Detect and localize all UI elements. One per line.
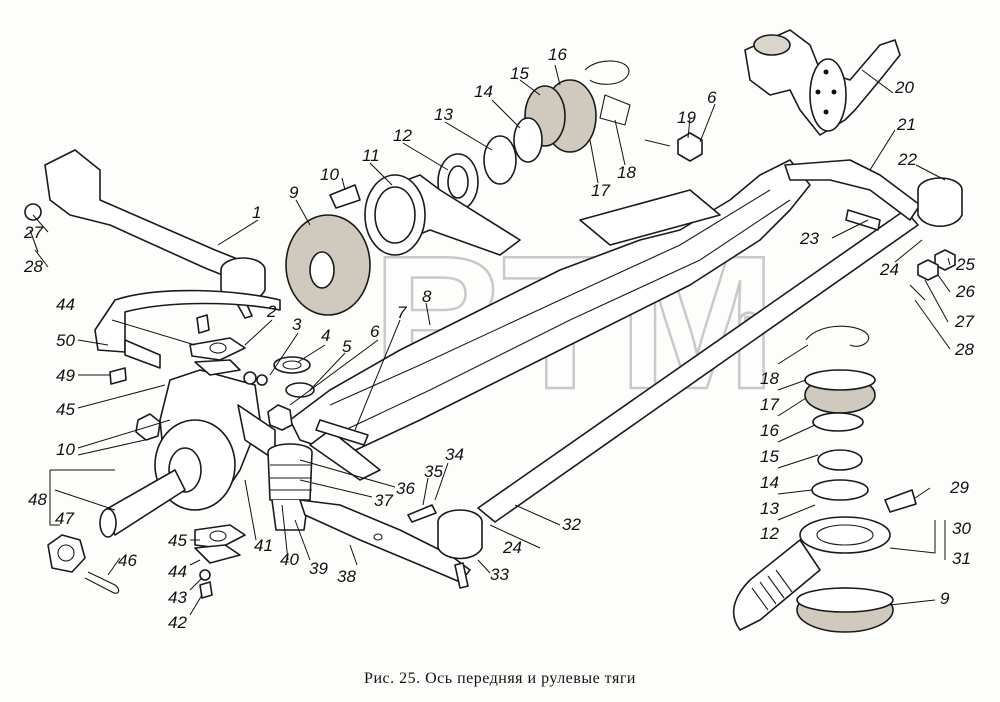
- callout-13-top: 13: [434, 105, 453, 124]
- callout-12-top: 12: [393, 126, 412, 145]
- callout-44-bottom: 44: [168, 562, 187, 581]
- callout-14-top: 14: [474, 82, 493, 101]
- callout-14-right: 14: [760, 473, 779, 492]
- callout-25: 25: [955, 255, 975, 274]
- callout-labels: 1 2 3 4 5 6 6 7 8 9 9 10 10 11 12 12 13 …: [23, 45, 975, 632]
- steering-knuckle-right: [744, 29, 901, 136]
- hub-nut-47: [47, 534, 86, 573]
- nut-19-and-pin: [644, 132, 703, 162]
- callout-7: 7: [397, 303, 407, 322]
- callout-36: 36: [396, 479, 415, 498]
- front-axle-beam: [289, 159, 811, 481]
- callout-10-left: 10: [56, 440, 75, 459]
- callout-21: 21: [896, 115, 916, 134]
- callout-32: 32: [562, 515, 581, 534]
- callout-3: 3: [292, 315, 302, 334]
- callout-33: 33: [490, 565, 509, 584]
- callout-45-bottom: 45: [168, 531, 187, 550]
- callout-20: 20: [894, 78, 914, 97]
- rod-50: [94, 289, 281, 385]
- steering-knuckle-left: [99, 369, 276, 538]
- callout-41: 41: [254, 536, 273, 555]
- cotter-pin-46: [84, 571, 120, 594]
- steering-arm-left: [299, 499, 483, 589]
- bolt-7: [315, 419, 369, 446]
- callout-4: 4: [321, 326, 330, 345]
- callout-24-bottom: 24: [502, 538, 522, 557]
- callout-43: 43: [168, 588, 187, 607]
- callout-29: 29: [949, 478, 969, 497]
- callout-30: 30: [952, 519, 971, 538]
- callout-2: 2: [266, 302, 277, 321]
- grease-nipple-10-top: [329, 184, 361, 209]
- callout-9-bottom: 9: [940, 589, 950, 608]
- callout-37: 37: [374, 491, 393, 510]
- callout-39: 39: [309, 559, 328, 578]
- callout-19: 19: [677, 108, 696, 127]
- steering-arm-right: [784, 159, 963, 301]
- callout-1: 1: [252, 203, 261, 222]
- leader-lines: [32, 64, 951, 616]
- callout-15-top: 15: [510, 64, 529, 83]
- drag-link: [24, 149, 266, 319]
- kingpin-bearing-stack-top: [364, 60, 631, 256]
- callout-22: 22: [897, 150, 917, 169]
- bushing-9-top: [285, 214, 371, 316]
- callout-18-right: 18: [760, 369, 779, 388]
- callout-40: 40: [280, 550, 299, 569]
- callout-42: 42: [168, 613, 187, 632]
- tie-rod-end-exploded: [732, 325, 917, 633]
- callout-35: 35: [424, 462, 443, 481]
- callout-16-top: 16: [548, 45, 567, 64]
- callout-28-right: 28: [954, 340, 974, 359]
- tie-rod: [477, 209, 919, 523]
- callout-15-right: 15: [760, 447, 779, 466]
- kingpin-boot: [267, 404, 313, 531]
- callout-11: 11: [362, 146, 380, 165]
- callout-10-top: 10: [320, 165, 339, 184]
- callout-9-top: 9: [289, 183, 299, 202]
- callout-27-right: 27: [954, 312, 974, 331]
- callout-31: 31: [952, 549, 971, 568]
- callout-16-right: 16: [760, 421, 779, 440]
- callout-18-top: 18: [617, 163, 636, 182]
- callout-6-right: 6: [707, 88, 717, 107]
- figure-caption: Рис. 25. Ось передняя и рулевые тяги: [364, 670, 636, 687]
- callout-50: 50: [56, 331, 75, 350]
- callout-24-right: 24: [879, 260, 899, 279]
- callout-12-right: 12: [760, 524, 779, 543]
- callout-49: 49: [56, 366, 75, 385]
- callout-38: 38: [337, 567, 356, 586]
- callout-28-left: 28: [23, 257, 43, 276]
- stop-plate-top: [189, 314, 246, 376]
- callout-23: 23: [799, 229, 819, 248]
- callout-17-right: 17: [760, 395, 779, 414]
- callout-13-right: 13: [760, 499, 779, 518]
- callout-44-top: 44: [56, 295, 75, 314]
- callout-48: 48: [28, 490, 47, 509]
- callout-47: 47: [55, 509, 74, 528]
- callout-6-left: 6: [370, 322, 380, 341]
- callout-27-left: 27: [23, 223, 43, 242]
- callout-5: 5: [342, 337, 352, 356]
- callout-34: 34: [445, 445, 464, 464]
- callout-45-left: 45: [56, 400, 75, 419]
- stop-plate-bottom: [194, 524, 246, 599]
- callout-46: 46: [118, 551, 137, 570]
- callout-26: 26: [955, 282, 975, 301]
- callout-8: 8: [422, 287, 432, 306]
- callout-17-top: 17: [591, 181, 610, 200]
